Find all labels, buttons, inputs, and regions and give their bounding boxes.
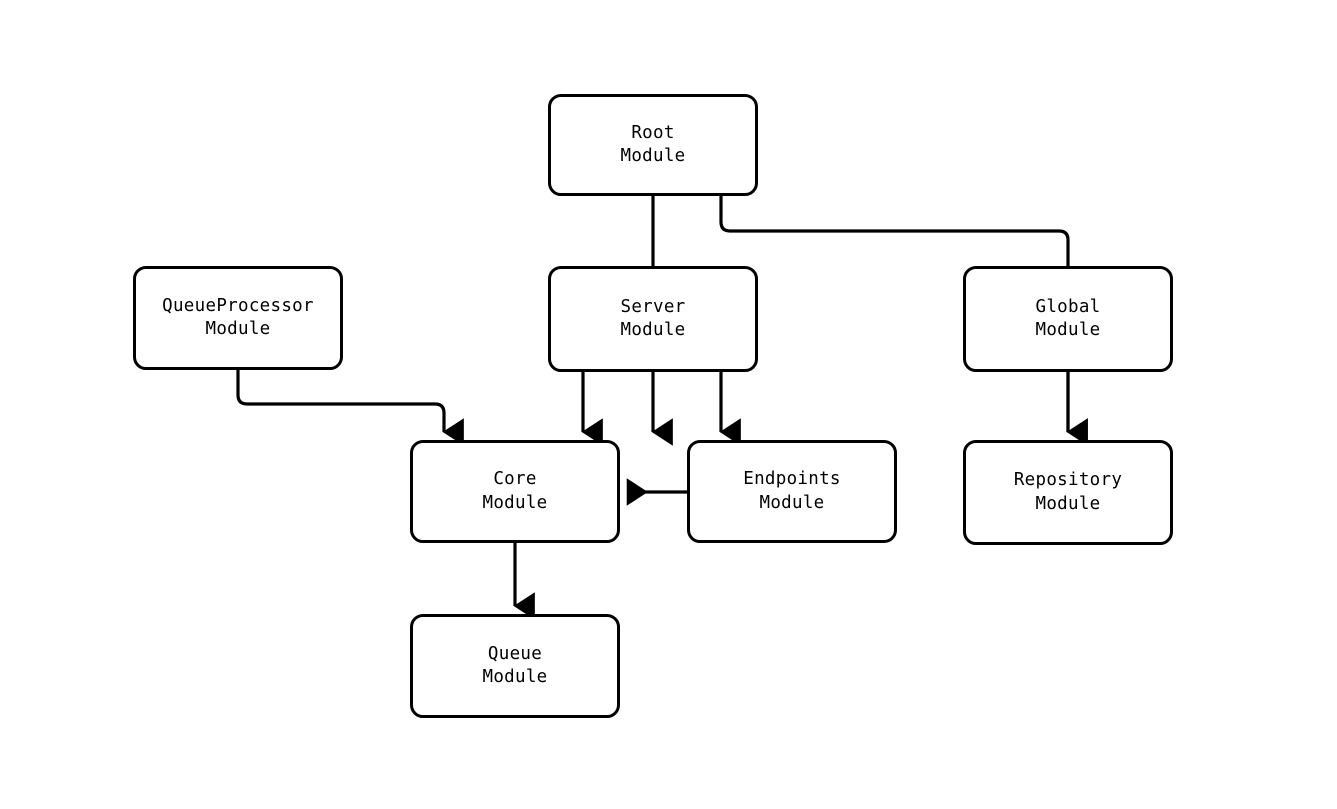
node-repository-title: Repository bbox=[1013, 470, 1123, 491]
node-queueprocessor-subtitle: Module bbox=[205, 319, 271, 339]
node-root-subtitle: Module bbox=[620, 146, 686, 166]
node-core-subtitle: Module bbox=[482, 492, 548, 513]
node-queue[interactable]: Queue Module bbox=[410, 614, 620, 718]
node-server-title: Server bbox=[620, 296, 686, 317]
node-queueprocessor[interactable]: QueueProcessor Module bbox=[133, 266, 343, 370]
node-server-subtitle: Module bbox=[620, 320, 686, 340]
node-endpoints-title: Endpoints bbox=[743, 469, 841, 490]
node-repository[interactable]: Repository Module bbox=[963, 440, 1173, 545]
node-root[interactable]: Root Module bbox=[548, 94, 758, 196]
node-repository-subtitle: Module bbox=[1035, 493, 1101, 514]
node-server[interactable]: Server Module bbox=[548, 266, 758, 372]
node-root-title: Root bbox=[631, 122, 675, 143]
node-queue-subtitle: Module bbox=[482, 667, 548, 687]
node-endpoints[interactable]: Endpoints Module bbox=[687, 440, 897, 543]
node-core-title: Core bbox=[493, 469, 537, 490]
node-queue-title: Queue bbox=[487, 643, 543, 664]
node-global-title: Global bbox=[1035, 296, 1101, 317]
node-global[interactable]: Global Module bbox=[963, 266, 1173, 372]
node-endpoints-subtitle: Module bbox=[759, 492, 825, 513]
node-global-subtitle: Module bbox=[1035, 320, 1101, 340]
node-core[interactable]: Core Module bbox=[410, 440, 620, 543]
edge-queueprocessor-core bbox=[236, 370, 464, 446]
node-queueprocessor-title: QueueProcessor bbox=[162, 295, 314, 316]
